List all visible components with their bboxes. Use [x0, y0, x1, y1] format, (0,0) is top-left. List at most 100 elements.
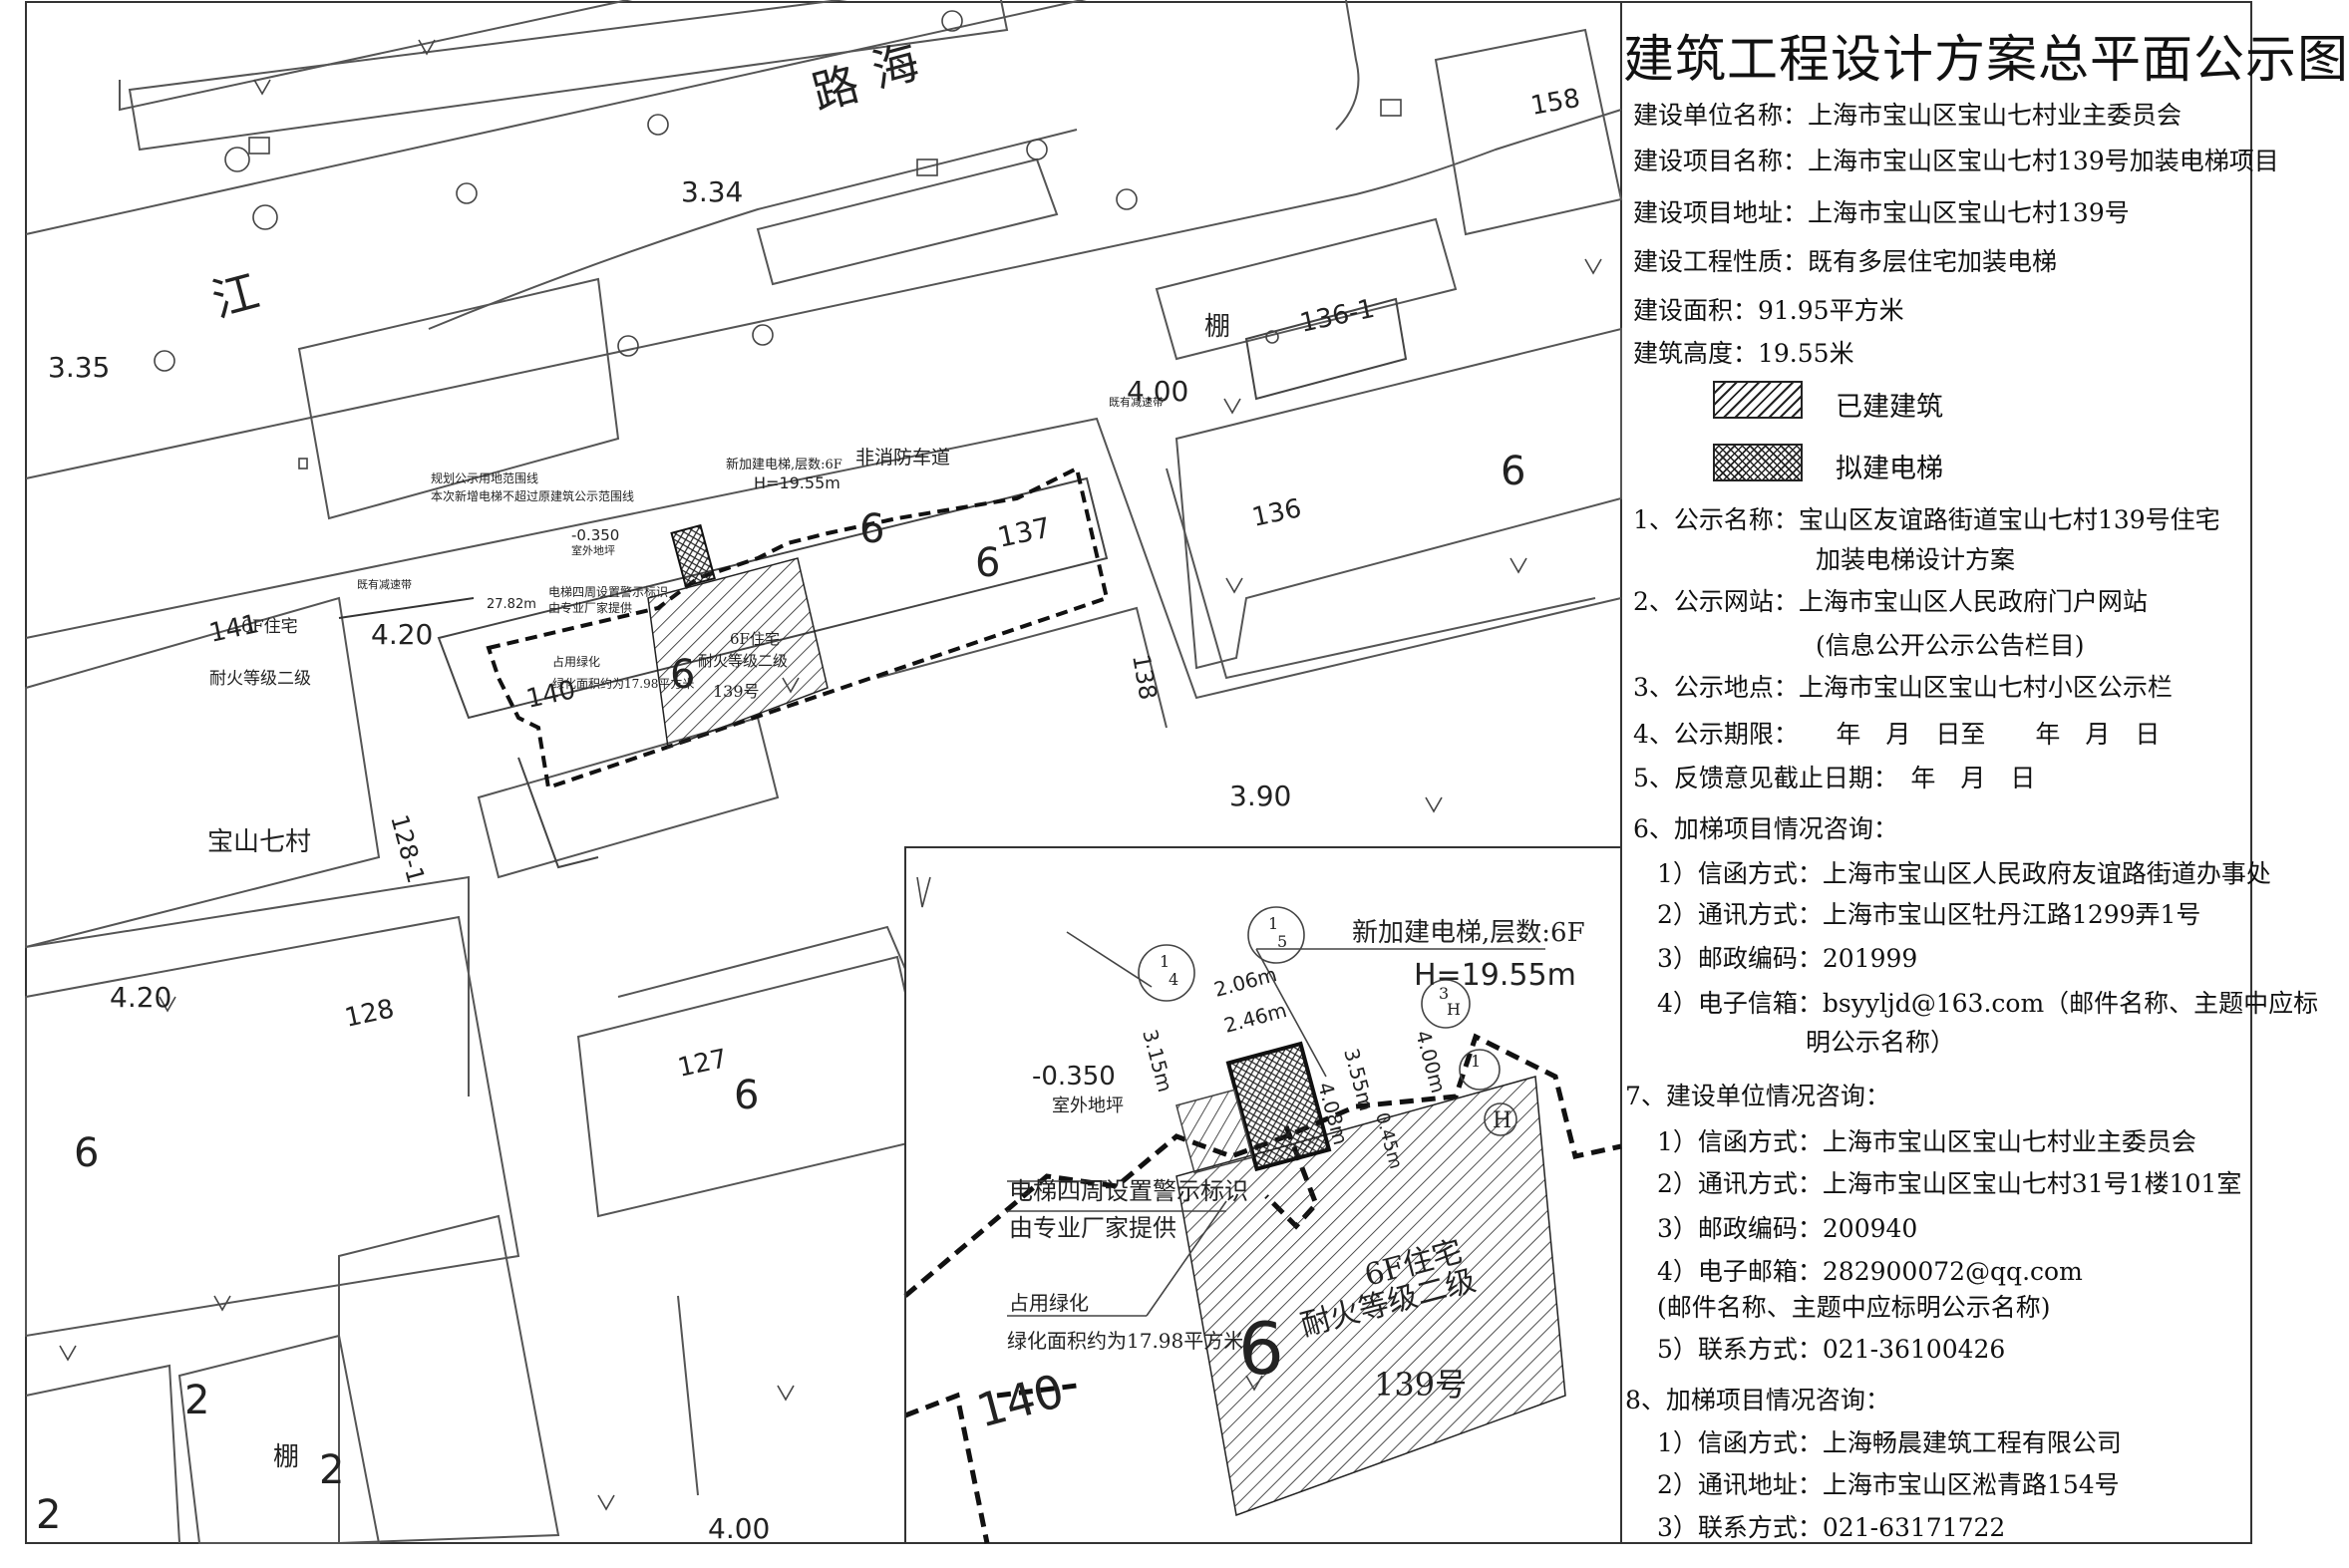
- note-boundary-1: 规划公示用地范围线: [431, 470, 538, 485]
- info-height: 建筑高度：19.55米: [1633, 339, 1854, 368]
- floor-2-b: 2: [319, 1447, 344, 1493]
- inset-section-1b: 1: [1268, 914, 1278, 933]
- inset-floor-6: 6: [1238, 1307, 1284, 1391]
- floor-2-a: 2: [184, 1378, 209, 1423]
- floor-6-b: 6: [975, 540, 1000, 586]
- item-1: 1、公示名称：宝山区友谊路街道宝山七村139号住宅: [1633, 505, 2220, 534]
- floor-6-e: 6: [734, 1073, 759, 1118]
- item-6-4-cont: 明公示名称）: [1806, 1028, 1956, 1057]
- item-1-cont: 加装电梯设计方案: [1816, 545, 2016, 574]
- road-char-3: 江: [206, 264, 264, 328]
- elevation-6: 4.20: [110, 981, 171, 1014]
- site-plan-drawing: 路 海 江 3.34 3.35 4.00 4.20 3.90 4.20 4.00…: [25, 0, 2252, 1545]
- item-2: 2、公示网站：上海市宝山区人民政府门户网站: [1633, 587, 2148, 616]
- inset-warning-2: 由专业厂家提供: [1009, 1214, 1176, 1242]
- building-128: 128: [342, 994, 397, 1034]
- building-137: 137: [995, 510, 1054, 553]
- elevation-1: 3.34: [681, 175, 743, 208]
- inset-section-h: H: [1447, 1000, 1461, 1019]
- road-lines: [25, 0, 1622, 1496]
- inset-section-h2: H: [1493, 1108, 1511, 1133]
- existing-residential-blocks: [437, 297, 1408, 869]
- inset-greening-2: 绿化面积约为17.98平方米: [1007, 1329, 1243, 1353]
- inset-section-3: 3: [1439, 984, 1449, 1003]
- elevation-2: 3.35: [48, 351, 110, 384]
- shed-label-1: 棚: [1204, 312, 1230, 342]
- inset-warning-1: 电梯四周设置警示标识: [1009, 1177, 1248, 1205]
- floor-6-d: 6: [670, 652, 695, 698]
- b141-fire: 耐火等级二级: [209, 669, 311, 689]
- item-7: 7、建设单位情况咨询：: [1625, 1082, 1890, 1110]
- inset-ground-label: 室外地坪: [1052, 1096, 1124, 1116]
- road-char-2: 海: [866, 35, 924, 99]
- legend-existing-swatch: [1713, 381, 1803, 419]
- b139-floors-small: 6F住宅: [730, 630, 780, 648]
- inset-elevator-height: H=19.55m: [1414, 958, 1576, 993]
- info-panel: 建筑工程设计方案总平面公示图 建设单位名称：上海市宝山区宝山七村业主委员会 建设…: [1621, 0, 2348, 1568]
- item-2-cont: (信息公开公示公告栏目): [1816, 631, 2085, 660]
- small-elevator-label: 新加建电梯,层数:6F: [726, 457, 842, 472]
- item-6-4: 4）电子信箱：bsyyljd@163.com（邮件名称、主题中应标: [1657, 989, 2319, 1018]
- note-speed-bump-1: 既有减速带: [357, 577, 412, 591]
- floor-6-c: 6: [859, 506, 884, 552]
- b139-fire-small: 耐火等级二级: [698, 652, 788, 670]
- b141-floors: 6F住宅: [241, 617, 298, 637]
- small-ground-label: 室外地坪: [571, 543, 615, 557]
- shed-label-2: 棚: [273, 1442, 299, 1472]
- building-127: 127: [675, 1044, 730, 1084]
- legend-existing-label: 已建建筑: [1836, 392, 1943, 423]
- elevation-5: 3.90: [1229, 780, 1291, 812]
- item-7-4: 4）电子邮箱：282900072@qq.com: [1657, 1257, 2083, 1286]
- building-139-outline: [338, 466, 1110, 790]
- road-char-1: 路: [807, 57, 864, 121]
- small-ground: -0.350: [571, 526, 619, 544]
- info-project: 建设项目名称：上海市宝山区宝山七村139号加装电梯项目: [1633, 147, 2279, 175]
- elevation-7: 4.00: [708, 1512, 770, 1545]
- info-address: 建设项目地址：上海市宝山区宝山七村139号: [1633, 198, 2130, 227]
- small-warning-2: 由专业厂家提供: [548, 600, 632, 615]
- inset-greening-1: 占用绿化: [1009, 1291, 1089, 1315]
- fire-lane-label: 非消防车道: [855, 447, 950, 469]
- note-boundary-2: 本次新增电梯不超过原建筑公示范围线: [431, 488, 634, 503]
- item-4: 4、公示期限： 年 月 日至 年 月 日: [1633, 720, 2161, 749]
- item-8-2: 2）通讯地址：上海市宝山区淞青路154号: [1657, 1470, 2120, 1499]
- item-8-1: 1）信函方式：上海畅晨建筑工程有限公司: [1657, 1428, 2122, 1457]
- inset-b139-number: 139号: [1374, 1366, 1467, 1404]
- floor-6-a: 6: [1501, 449, 1525, 494]
- legend-elevator-label: 拟建电梯: [1836, 454, 1943, 484]
- building-139-small: 139号: [713, 682, 760, 701]
- note-speed-bump-2: 既有减速带: [1109, 395, 1164, 409]
- small-elevator-height: H=19.55m: [754, 473, 840, 492]
- background-buildings: [25, 0, 1623, 1545]
- item-7-note: (邮件名称、主题中应标明公示名称): [1657, 1293, 2051, 1322]
- building-138: 138: [1127, 652, 1163, 702]
- small-warning-1: 电梯四周设置警示标识: [548, 584, 668, 599]
- item-8: 8、加梯项目情况咨询：: [1625, 1386, 1890, 1414]
- item-6-2: 2）通讯方式：上海市宝山区牡丹江路1299弄1号: [1657, 900, 2201, 929]
- item-6: 6、加梯项目情况咨询：: [1633, 814, 1898, 843]
- inset-section-1c: 1: [1471, 1052, 1481, 1071]
- item-6-3: 3）邮政编码：201999: [1657, 944, 1918, 973]
- community-name: 宝山七村: [207, 827, 311, 857]
- inset-section-1: 1: [1160, 952, 1170, 971]
- site-symbols: [59, 10, 1602, 1511]
- building-158: 158: [1528, 84, 1582, 122]
- page-title: 建筑工程设计方案总平面公示图: [1623, 31, 2349, 90]
- item-7-5: 5）联系方式：021-36100426: [1657, 1335, 2006, 1364]
- inset-section-4: 4: [1169, 970, 1178, 989]
- dim-27-82: 27.82m: [487, 597, 536, 612]
- info-area: 建设面积：91.95平方米: [1633, 296, 1904, 325]
- small-greening-1: 占用绿化: [552, 654, 600, 669]
- small-greening-2: 绿化面积约为17.98平方米: [552, 676, 694, 691]
- inset-section-5: 5: [1277, 932, 1287, 951]
- item-5: 5、反馈意见截止日期： 年 月 日: [1633, 764, 2036, 792]
- inset-ground: -0.350: [1032, 1062, 1116, 1092]
- building-128-1: 128-1: [385, 811, 430, 886]
- detail-inset: 1 4 1 5 3 H 1 H 新加建电梯,层数:6F H=19.55m -0.…: [777, 846, 1622, 1544]
- elevation-3: 4.00: [1127, 375, 1188, 408]
- item-7-2: 2）通讯方式：上海市宝山区宝山七村31号1楼101室: [1657, 1169, 2242, 1198]
- info-builder: 建设单位名称：上海市宝山区宝山七村业主委员会: [1633, 101, 2182, 130]
- item-6-1: 1）信函方式：上海市宝山区人民政府友谊路街道办事处: [1657, 859, 2271, 888]
- elevation-4: 4.20: [371, 618, 433, 651]
- item-7-1: 1）信函方式：上海市宝山区宝山七村业主委员会: [1657, 1127, 2196, 1156]
